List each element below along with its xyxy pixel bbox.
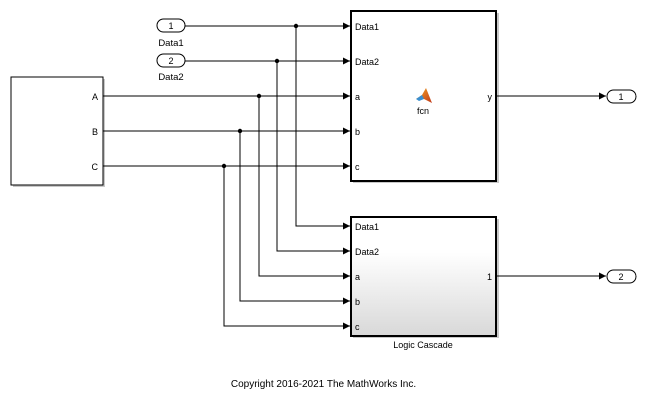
branch-a[interactable] [258, 96, 350, 280]
logic-cascade-block[interactable]: Data1 Data2 a b c 1 [350, 216, 499, 338]
branch-data1[interactable] [295, 26, 350, 230]
cascade-input-b: b [355, 297, 360, 307]
inport-2-label: Data2 [158, 72, 183, 83]
cascade-block-name: Logic Cascade [393, 340, 453, 350]
junction-b [237, 128, 243, 134]
inport-1-number: 1 [168, 21, 173, 31]
fcn-block-name: fcn [417, 106, 429, 116]
source-port-a: A [92, 92, 98, 102]
fcn-input-c: c [355, 162, 360, 172]
inport-1[interactable]: 1 [156, 18, 186, 33]
fcn-input-data1: Data1 [355, 22, 379, 32]
fcn-block[interactable]: Data1 Data2 a b c y fcn [350, 10, 499, 183]
outport-1[interactable]: 1 [606, 89, 637, 104]
fcn-input-b: b [355, 127, 360, 137]
inport-1-label: Data1 [158, 38, 183, 49]
inport-2[interactable]: 2 [156, 53, 186, 68]
fcn-input-data2: Data2 [355, 57, 379, 67]
source-port-c: C [92, 162, 99, 172]
fcn-input-a: a [355, 92, 360, 102]
outport-1-number: 1 [618, 92, 623, 102]
branch-b[interactable] [239, 131, 350, 305]
inport-2-number: 2 [168, 56, 173, 66]
cascade-input-a: a [355, 272, 360, 282]
source-port-b: B [92, 127, 98, 137]
fcn-output-y: y [488, 92, 493, 102]
cascade-input-data2: Data2 [355, 247, 379, 257]
cascade-output: 1 [487, 272, 492, 282]
branch-data2[interactable] [276, 61, 350, 255]
junction-data1 [293, 23, 299, 29]
branch-c[interactable] [223, 166, 350, 330]
junction-data2 [274, 58, 280, 64]
junction-a [256, 93, 262, 99]
cascade-input-data1: Data1 [355, 222, 379, 232]
outport-2-number: 2 [618, 272, 623, 282]
matlab-logo-icon [416, 88, 432, 103]
outport-2[interactable]: 2 [606, 269, 637, 284]
source-block[interactable]: A B C [10, 76, 105, 187]
copyright-text: Copyright 2016-2021 The MathWorks Inc. [230, 379, 417, 390]
cascade-input-c: c [355, 322, 360, 332]
junction-c [221, 163, 227, 169]
